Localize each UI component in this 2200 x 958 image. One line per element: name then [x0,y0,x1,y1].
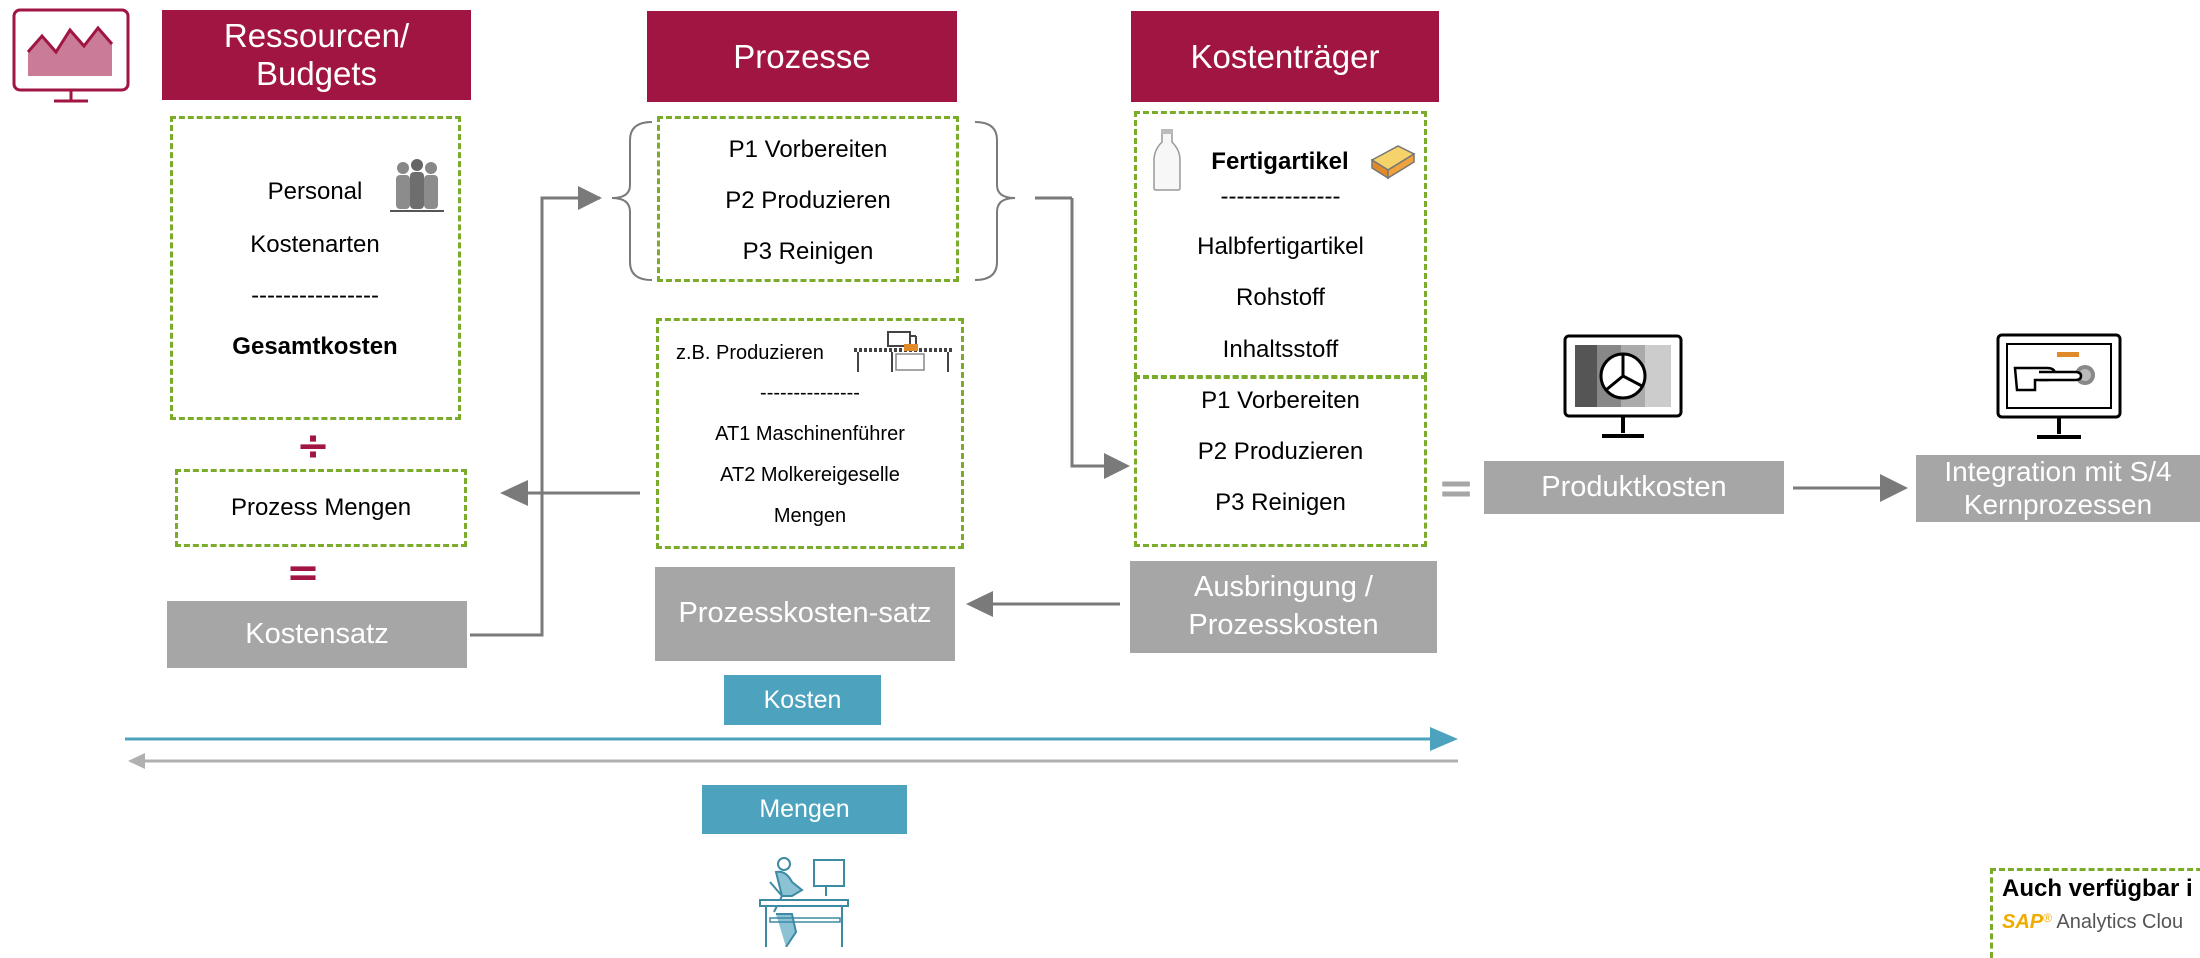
prozess-p1: P1 Vorbereiten [728,136,888,163]
prozesse-box [657,116,959,282]
kt-inhaltsstoff: Inhaltsstoff [1222,336,1339,363]
brace-left [611,121,653,281]
ressourcen-kostenarten: Kostenarten [250,231,380,258]
ressourcen-gesamtkosten: Gesamtkosten [232,333,398,360]
aktivitaeten-box [656,318,964,549]
milk-bottle-icon [1152,128,1182,192]
sac-badge-title: Auch verfügbar i [2002,875,2193,902]
kostentraeger-prozesse-box [1134,376,1427,547]
kt-divider: --------------- [1220,183,1341,210]
sac-logo-text: Analytics Clou [2056,911,2184,933]
header-prozesse: Prozesse [647,11,957,102]
prozess-p2: P2 Produzieren [725,187,891,214]
aktivitaet-at2: AT2 Molkereigeselle [720,464,900,486]
brace-right [974,121,1016,281]
equals-symbol-big: = [1437,463,1475,514]
header-kostentraeger: Kostenträger [1131,11,1439,102]
kostensatz-box: Kostensatz [167,601,467,668]
header-ressourcen: Ressourcen/ Budgets [162,10,471,100]
sap-logo-text: SAP [2002,911,2044,933]
ressourcen-box [170,116,461,420]
arrow-kostensatz-to-prozesse [470,196,600,637]
kosten-label: Kosten [724,675,881,725]
arrow-prozesse-to-kostentraeger [1070,198,1108,468]
sac-logo: SAP® Analytics Clou [2002,911,2184,933]
touch-monitor-icon [1995,332,2123,444]
ressourcen-personal: Personal [267,178,363,205]
ausbringung-box: Ausbringung / Prozesskosten [1130,561,1437,653]
people-icon [390,158,444,214]
pie-chart-monitor-icon [1562,333,1684,443]
aktivitaet-at1: AT1 Maschinenführer [715,423,905,445]
prozess-p3: P3 Reinigen [742,238,874,265]
ressourcen-divider: ---------------- [251,282,379,309]
conveyor-icon [852,330,954,374]
worker-desk-icon [756,856,852,948]
mengen-label: Mengen [702,785,907,834]
kt-rohstoff: Rohstoff [1236,284,1325,311]
analytics-monitor-icon [12,8,130,104]
butter-package-icon [1368,140,1418,180]
prozess-mengen-box: Prozess Mengen [175,469,467,547]
kt-fertigartikel: Fertigartikel [1211,148,1349,175]
sac-badge: Auch verfügbar i SAP® Analytics Clou [1990,868,2200,958]
kt-p1: P1 Vorbereiten [1201,387,1360,414]
equals-symbol-small: = [286,550,320,596]
divide-symbol: ÷ [296,423,330,469]
kt-halbfertigartikel: Halbfertigartikel [1197,233,1364,260]
kt-p3: P3 Reinigen [1215,489,1346,516]
produktkosten-box: Produktkosten [1484,461,1784,514]
aktivitaeten-example: z.B. Produzieren [676,342,824,364]
aktivitaeten-divider: --------------- [760,382,860,404]
integration-box: Integration mit S/4 Kernprozessen [1916,455,2200,522]
prozesskostensatz-box: Prozesskosten-satz [655,567,955,661]
aktivitaet-mengen: Mengen [773,505,847,527]
kt-p2: P2 Produzieren [1197,438,1364,465]
